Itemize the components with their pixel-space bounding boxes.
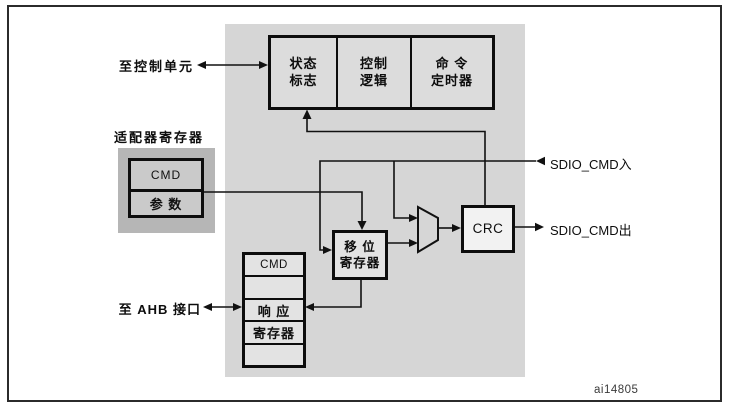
control-logic-line2: 逻辑 bbox=[359, 72, 388, 88]
response-cmd-cell: CMD bbox=[260, 259, 288, 272]
command-timer-line1: 命 令 bbox=[435, 55, 469, 71]
status-flags-line2: 标志 bbox=[289, 72, 318, 88]
response-cell: 响 应 bbox=[245, 297, 303, 320]
command-timer-line2: 定时器 bbox=[430, 72, 473, 88]
shift-register-line2: 寄存器 bbox=[339, 256, 381, 270]
response-empty-cell-1 bbox=[245, 275, 303, 297]
adapter-registers-title: 适配器寄存器 bbox=[114, 130, 205, 145]
adapter-cmd-cell: CMD bbox=[131, 161, 201, 192]
sdio-cmd-out-label: SDIO_CMD出 bbox=[550, 223, 632, 238]
status-flags-block: 状态 标志 bbox=[271, 38, 336, 107]
figure-frame bbox=[7, 5, 722, 402]
control-logic-block: 控制 逻辑 bbox=[336, 38, 410, 107]
figure-id: ai14805 bbox=[594, 384, 639, 396]
control-logic-line1: 控制 bbox=[359, 55, 388, 71]
to-ahb-interface-label: 至 AHB 接口 bbox=[118, 302, 201, 317]
to-control-unit-label: 至控制单元 bbox=[118, 59, 194, 74]
control-block: 状态 标志 控制 逻辑 命 令 定时器 bbox=[268, 35, 495, 110]
shift-register-line1: 移 位 bbox=[344, 239, 376, 254]
sdio-cmd-in-label: SDIO_CMD入 bbox=[550, 157, 632, 172]
status-flags-line1: 状态 bbox=[289, 55, 318, 71]
crc-block: CRC bbox=[461, 205, 515, 253]
response-empty-cell-2 bbox=[245, 342, 303, 365]
shift-register-block: 移 位 寄存器 bbox=[332, 230, 388, 280]
adapter-registers-box: CMD 参 数 bbox=[128, 158, 204, 218]
command-timer-block: 命 令 定时器 bbox=[410, 38, 492, 107]
adapter-param-cell: 参 数 bbox=[131, 192, 201, 215]
register-cell: 寄存器 bbox=[245, 320, 303, 342]
response-register-stack: CMD 响 应 寄存器 bbox=[242, 252, 306, 368]
